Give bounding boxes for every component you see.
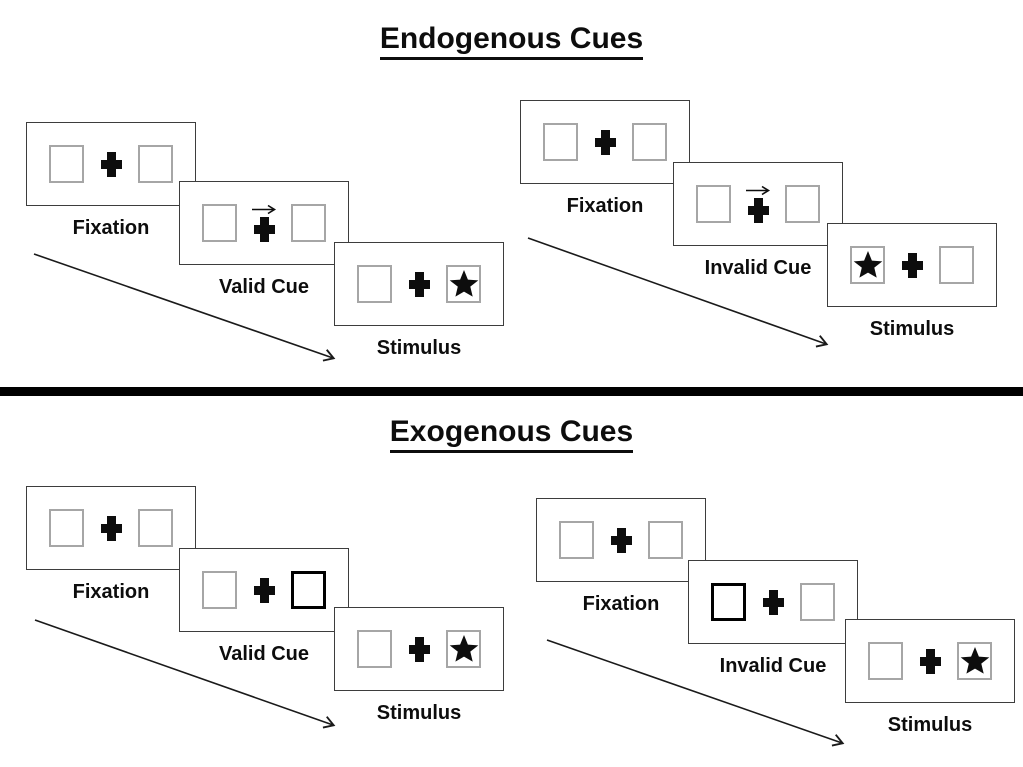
fixation-area xyxy=(901,252,923,278)
step-label: Invalid Cue xyxy=(719,655,827,677)
display-box-right xyxy=(138,509,173,547)
highlighted-cue-box-left xyxy=(711,583,746,621)
step-label: Valid Cue xyxy=(218,643,310,665)
fixation-cross-icon xyxy=(747,198,769,223)
step-panel xyxy=(334,242,504,326)
display-box-left xyxy=(696,185,731,223)
star-icon xyxy=(449,270,478,297)
step-label: Fixation xyxy=(72,581,150,603)
step-label: Stimulus xyxy=(376,702,462,724)
display-box-right xyxy=(446,265,481,303)
display-box-left xyxy=(49,145,84,183)
trial-flow-arrow xyxy=(33,253,336,362)
fixation-area xyxy=(408,636,430,662)
display-box-left xyxy=(559,521,594,559)
section-title-text: Exogenous Cues xyxy=(389,415,634,453)
trial-flow-arrow xyxy=(527,237,829,348)
section-divider xyxy=(0,387,1023,396)
step-stimulus: Stimulus xyxy=(334,242,504,359)
step-invalid-cue: Invalid Cue xyxy=(688,560,858,677)
section-title-text: Endogenous Cues xyxy=(379,22,644,60)
fixation-area xyxy=(100,151,122,177)
display-box-right xyxy=(446,630,481,668)
step-fixation: Fixation xyxy=(520,100,690,217)
fixation-area xyxy=(745,185,771,223)
highlighted-cue-box-right xyxy=(291,571,326,609)
display-box-right xyxy=(785,185,820,223)
step-panel xyxy=(334,607,504,691)
arrow-right-icon xyxy=(746,185,771,196)
display-box-left xyxy=(202,571,237,609)
arrow-right-icon xyxy=(252,204,277,215)
step-label: Fixation xyxy=(566,195,644,217)
display-box-left xyxy=(357,630,392,668)
section-title-exogenous: Exogenous Cues xyxy=(0,415,1023,453)
step-panel xyxy=(520,100,690,184)
display-box-left xyxy=(49,509,84,547)
fixation-area xyxy=(919,648,941,674)
display-box-left xyxy=(868,642,903,680)
step-panel xyxy=(536,498,706,582)
trial-flow-arrow xyxy=(546,639,845,747)
display-box-left xyxy=(543,123,578,161)
step-stimulus: Stimulus xyxy=(334,607,504,724)
step-panel xyxy=(179,181,349,265)
step-valid-cue: Valid Cue xyxy=(179,181,349,298)
step-label: Valid Cue xyxy=(218,276,310,298)
step-fixation: Fixation xyxy=(26,486,196,603)
display-box-left xyxy=(202,204,237,242)
step-invalid-cue: Invalid Cue xyxy=(673,162,843,279)
step-label: Stimulus xyxy=(376,337,462,359)
step-panel xyxy=(845,619,1015,703)
fixation-area xyxy=(610,527,632,553)
step-panel xyxy=(179,548,349,632)
fixation-cross-icon xyxy=(408,271,430,297)
fixation-area xyxy=(762,589,784,615)
step-label: Stimulus xyxy=(869,318,955,340)
star-icon xyxy=(853,251,882,278)
star-icon xyxy=(960,647,989,674)
step-fixation: Fixation xyxy=(536,498,706,615)
fixation-area xyxy=(594,129,616,155)
step-panel xyxy=(26,486,196,570)
fixation-cross-icon xyxy=(100,151,122,177)
step-label: Invalid Cue xyxy=(704,257,812,279)
fixation-cross-icon xyxy=(408,636,430,662)
fixation-cross-icon xyxy=(253,577,275,603)
display-box-right xyxy=(291,204,326,242)
fixation-cross-icon xyxy=(901,252,923,278)
step-panel xyxy=(688,560,858,644)
step-valid-cue: Valid Cue xyxy=(179,548,349,665)
fixation-area xyxy=(251,204,277,242)
trial-flow-arrow xyxy=(34,619,336,729)
section-title-endogenous: Endogenous Cues xyxy=(0,22,1023,60)
fixation-area xyxy=(253,577,275,603)
fixation-cross-icon xyxy=(919,648,941,674)
display-box-left xyxy=(850,246,885,284)
fixation-cross-icon xyxy=(100,515,122,541)
star-icon xyxy=(449,635,478,662)
step-label: Fixation xyxy=(72,217,150,239)
step-stimulus: Stimulus xyxy=(845,619,1015,736)
display-box-right xyxy=(800,583,835,621)
step-panel xyxy=(26,122,196,206)
step-panel xyxy=(827,223,997,307)
display-box-right xyxy=(138,145,173,183)
fixation-cross-icon xyxy=(610,527,632,553)
display-box-right xyxy=(648,521,683,559)
fixation-cross-icon xyxy=(594,129,616,155)
fixation-cross-icon xyxy=(762,589,784,615)
display-box-right xyxy=(632,123,667,161)
fixation-area xyxy=(408,271,430,297)
display-box-right xyxy=(957,642,992,680)
step-stimulus: Stimulus xyxy=(827,223,997,340)
step-fixation: Fixation xyxy=(26,122,196,239)
fixation-area xyxy=(100,515,122,541)
step-label: Stimulus xyxy=(887,714,973,736)
fixation-cross-icon xyxy=(253,217,275,242)
display-box-left xyxy=(357,265,392,303)
step-label: Fixation xyxy=(582,593,660,615)
display-box-right xyxy=(939,246,974,284)
step-panel xyxy=(673,162,843,246)
